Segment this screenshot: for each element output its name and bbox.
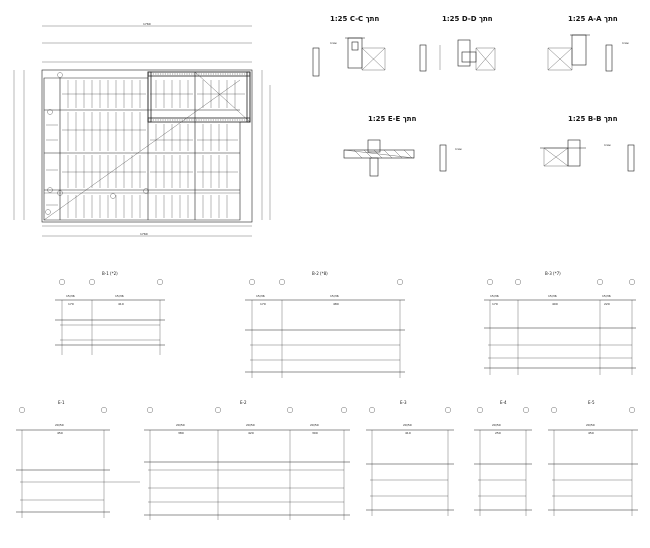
svg-text:170: 170: [260, 302, 266, 306]
section-d-d: 1:25 D-D חתך: [419, 15, 496, 72]
svg-text:20/50: 20/50: [55, 423, 64, 427]
svg-text:410: 410: [118, 302, 124, 306]
floor-plan: 1760: [13, 22, 271, 237]
svg-text:20/50: 20/50: [403, 423, 412, 427]
svg-text:20/50: 20/50: [246, 423, 255, 427]
beam-title: E-1: [58, 400, 65, 405]
beam-e-2: E-2 20/50 20/50 20/50 380 420 300: [144, 400, 350, 520]
beam-title: E-5: [588, 400, 595, 405]
plan-dim-top: 1760: [143, 22, 151, 26]
section-e-e: 1:25 E-E חתך שטיח: [343, 115, 462, 177]
section-c-c: 1:25 C-C חתך שטיח: [312, 15, 386, 77]
beam-e-4: E-4 20/50 250: [474, 400, 532, 516]
svg-text:שטיח: שטיח: [330, 41, 337, 45]
svg-text:450: 450: [57, 431, 63, 435]
beam-e-3: E-3 20/50 410: [366, 400, 454, 516]
svg-text:480: 480: [333, 302, 339, 306]
svg-text:170: 170: [68, 302, 74, 306]
svg-text:שטיח: שטיח: [622, 41, 629, 45]
svg-text:שטיח: שטיח: [604, 143, 611, 147]
svg-text:450: 450: [588, 431, 594, 435]
svg-text:410: 410: [405, 431, 411, 435]
section-b-b: 1:25 B-B חתך שטיח: [540, 115, 635, 172]
svg-text:שטיח: שטיח: [455, 147, 462, 151]
section-label: 1:25 E-E חתך: [368, 115, 417, 123]
svg-text:420: 420: [248, 431, 254, 435]
beam-title: E-3: [400, 400, 407, 405]
plan-dim-bottom: 1760: [140, 232, 148, 236]
section-label: 1:25 B-B חתך: [568, 115, 618, 123]
svg-text:20/50: 20/50: [586, 423, 595, 427]
svg-text:15/36: 15/36: [330, 294, 339, 298]
beam-b-1: B-1 (*2) 15/36 15/36 170 410: [55, 271, 165, 355]
beam-title: B-1 (*2): [102, 271, 118, 276]
section-label: 1:25 D-D חתך: [442, 15, 493, 23]
svg-text:15/36: 15/36: [115, 294, 124, 298]
beam-b-2: B-2 (*8) 15/36 15/36 170 480: [245, 271, 405, 378]
section-a-a: 1:25 A-A חתך שטיח: [547, 15, 629, 72]
svg-text:400: 400: [552, 302, 558, 306]
beam-b-3: B-3 (*7) 15/36 15/36 15/36 170 400 220: [484, 271, 636, 375]
svg-text:20/50: 20/50: [310, 423, 319, 427]
svg-text:20/50: 20/50: [492, 423, 501, 427]
svg-text:300: 300: [312, 431, 318, 435]
beam-title: B-2 (*8): [312, 271, 328, 276]
svg-text:15/36: 15/36: [548, 294, 557, 298]
svg-text:15/36: 15/36: [256, 294, 265, 298]
beam-e-1: E-1 20/50 450: [16, 400, 140, 518]
beam-title: E-4: [500, 400, 507, 405]
svg-text:220: 220: [604, 302, 610, 306]
svg-text:15/36: 15/36: [66, 294, 75, 298]
svg-text:15/36: 15/36: [490, 294, 499, 298]
beam-title: E-2: [240, 400, 247, 405]
slab-grid: [46, 80, 245, 218]
svg-text:20/50: 20/50: [176, 423, 185, 427]
svg-text:250: 250: [495, 431, 501, 435]
section-label: 1:25 C-C חתך: [330, 15, 379, 23]
beam-e-5: E-5 20/50 450: [548, 400, 638, 516]
svg-text:15/36: 15/36: [602, 294, 611, 298]
beam-title: B-3 (*7): [545, 271, 561, 276]
section-label: 1:25 A-A חתך: [568, 15, 618, 23]
svg-text:380: 380: [178, 431, 184, 435]
svg-text:170: 170: [492, 302, 498, 306]
